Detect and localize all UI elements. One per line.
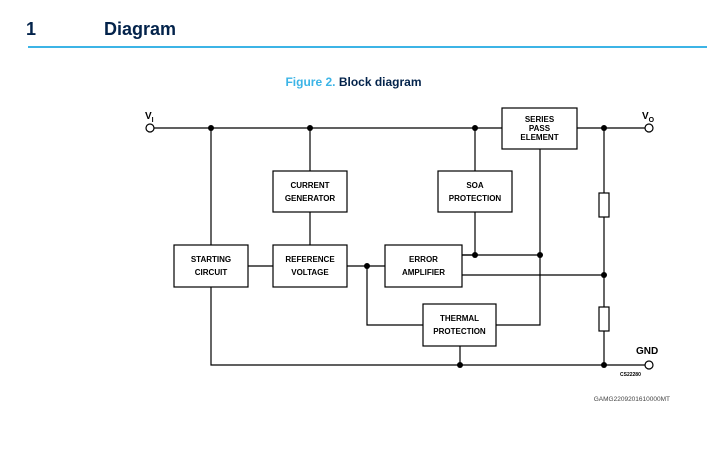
block-label: VOLTAGE bbox=[291, 268, 329, 277]
figure-number: Figure 2. bbox=[285, 75, 336, 89]
figure-title: Block diagram bbox=[338, 75, 422, 89]
wires bbox=[154, 127, 645, 366]
figure-id: GAMG2209201610000MT bbox=[594, 396, 670, 403]
junction-dot bbox=[537, 252, 543, 258]
section-title: Diagram bbox=[104, 19, 177, 39]
ground-rail bbox=[210, 287, 645, 366]
block-label: PASS bbox=[529, 124, 551, 133]
block-label: CURRENT bbox=[290, 181, 329, 190]
vo-terminal bbox=[644, 123, 654, 133]
amplifier-to-thermal bbox=[366, 266, 423, 326]
block-label: SERIES bbox=[525, 115, 555, 124]
gnd-terminal bbox=[644, 360, 654, 370]
vi-terminal bbox=[145, 123, 155, 133]
soa-protection-block: SOA PROTECTION bbox=[437, 170, 513, 213]
block-label: STARTING bbox=[191, 255, 231, 264]
current-generator-block: CURRENT GENERATOR bbox=[272, 170, 348, 213]
junction-dot bbox=[364, 263, 370, 269]
section-rule bbox=[28, 46, 707, 48]
block-label: PROTECTION bbox=[449, 194, 502, 203]
junction-dot bbox=[601, 125, 607, 131]
block-label: AMPLIFIER bbox=[402, 268, 445, 277]
block-label: ELEMENT bbox=[520, 133, 558, 142]
gnd-label: GND bbox=[636, 346, 658, 357]
vo-label: VO bbox=[642, 111, 655, 124]
block-label: ERROR bbox=[409, 255, 438, 264]
series-pass-element-block: SERIES PASS ELEMENT bbox=[501, 107, 578, 150]
error-amplifier-block: ERROR AMPLIFIER bbox=[384, 244, 463, 288]
block-label: PROTECTION bbox=[433, 327, 486, 336]
junction-dot bbox=[457, 362, 463, 368]
reference-voltage-block: REFERENCE VOLTAGE bbox=[272, 244, 348, 288]
block-label: THERMAL bbox=[440, 314, 479, 323]
junction-dot bbox=[472, 252, 478, 258]
soa-to-amplifier bbox=[462, 212, 476, 256]
block-label: REFERENCE bbox=[285, 255, 335, 264]
section-number: 1 bbox=[26, 19, 37, 39]
thermal-protection-block: THERMAL PROTECTION bbox=[422, 303, 497, 347]
junction-dot bbox=[472, 125, 478, 131]
small-code: CS22280 bbox=[620, 372, 641, 378]
junction-dot bbox=[601, 362, 607, 368]
figure-caption: Figure 2. Block diagram bbox=[0, 75, 707, 89]
junction-dot bbox=[307, 125, 313, 131]
resistor-lower bbox=[598, 306, 610, 332]
vi-label: VI bbox=[145, 111, 154, 124]
pass-control bbox=[496, 149, 541, 326]
starting-circuit-block: STARTING CIRCUIT bbox=[173, 244, 249, 288]
resistor-upper bbox=[598, 192, 610, 218]
junction-dots bbox=[208, 125, 607, 368]
block-label: SOA bbox=[466, 181, 484, 190]
block-label: GENERATOR bbox=[285, 194, 336, 203]
junction-dot bbox=[601, 272, 607, 278]
junction-dot bbox=[208, 125, 214, 131]
block-label: CIRCUIT bbox=[195, 268, 228, 277]
